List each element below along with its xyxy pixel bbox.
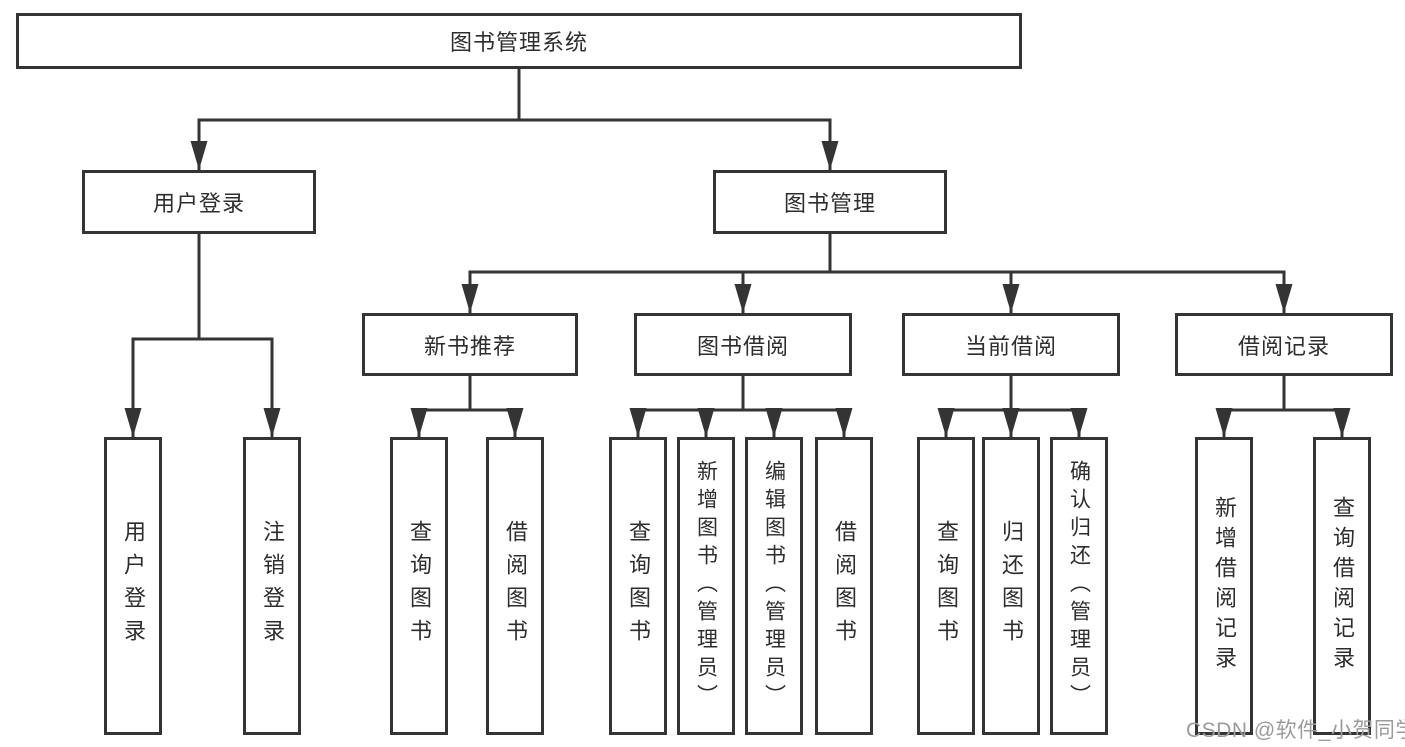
- connector-current-borrow-to-leaves: [937, 376, 1088, 437]
- leaf-borrow-book: 借阅图书: [815, 437, 873, 735]
- leaf-label: 用户登录: [121, 520, 146, 652]
- node-label: 图书管理: [783, 191, 876, 216]
- leaf-query-book-borrow: 查询图书: [609, 437, 667, 735]
- leaf-user-login: 用户登录: [104, 437, 162, 735]
- node-label: 新书推荐: [423, 333, 516, 359]
- leaf-query-book-current: 查询图书: [917, 437, 975, 735]
- node-borrow-records: 借阅记录: [1175, 313, 1393, 376]
- leaf-label: 归还图书: [999, 520, 1024, 652]
- node-root-library-system: 图书管理系统: [16, 13, 1022, 69]
- connector-book-management-to-level3: [461, 234, 1293, 313]
- connector-book-borrow-to-leaves: [629, 376, 853, 437]
- connector-new-book-to-leaves: [410, 376, 524, 437]
- node-label: 当前借阅: [964, 333, 1057, 359]
- leaf-label: 新增图书（管理员）: [694, 460, 718, 712]
- leaf-label: 注销登录: [260, 520, 285, 652]
- leaf-query-book-recommend: 查询图书: [390, 437, 448, 735]
- leaf-label: 借阅图书: [503, 520, 528, 652]
- leaf-label: 查询借阅记录: [1330, 496, 1355, 676]
- leaf-label: 查询图书: [626, 520, 651, 652]
- connector-user-login-to-leaves: [124, 234, 281, 437]
- connector-borrow-records-to-leaves: [1215, 376, 1351, 437]
- leaf-label: 借阅图书: [832, 520, 857, 652]
- leaf-label: 确认归还（管理员）: [1067, 460, 1091, 712]
- node-label: 图书管理系统: [449, 30, 588, 55]
- leaf-confirm-return-admin: 确认归还（管理员）: [1050, 437, 1108, 735]
- leaf-label: 编辑图书（管理员）: [762, 460, 786, 712]
- leaf-label: 查询图书: [934, 520, 959, 652]
- leaf-edit-book-admin: 编辑图书（管理员）: [745, 437, 803, 735]
- node-label: 图书借阅: [696, 333, 789, 359]
- node-user-login: 用户登录: [82, 170, 316, 234]
- node-new-book-recommend: 新书推荐: [362, 313, 578, 376]
- node-book-management: 图书管理: [713, 170, 947, 234]
- leaf-label: 查询图书: [407, 520, 432, 652]
- leaf-add-borrow-record: 新增借阅记录: [1195, 437, 1253, 735]
- leaf-label: 新增借阅记录: [1212, 496, 1237, 676]
- leaf-add-book-admin: 新增图书（管理员）: [677, 437, 735, 735]
- leaf-logout: 注销登录: [243, 437, 301, 735]
- node-label: 用户登录: [152, 191, 245, 216]
- csdn-watermark: CSDN @软件_小贺同学: [1186, 719, 1405, 742]
- connector-root-to-level2: [190, 69, 839, 170]
- leaf-return-book: 归还图书: [982, 437, 1040, 735]
- node-book-borrow: 图书借阅: [634, 313, 852, 376]
- leaf-query-borrow-record: 查询借阅记录: [1313, 437, 1371, 735]
- leaf-borrow-book-recommend: 借阅图书: [486, 437, 544, 735]
- node-current-borrow: 当前借阅: [902, 313, 1120, 376]
- node-label: 借阅记录: [1237, 333, 1330, 359]
